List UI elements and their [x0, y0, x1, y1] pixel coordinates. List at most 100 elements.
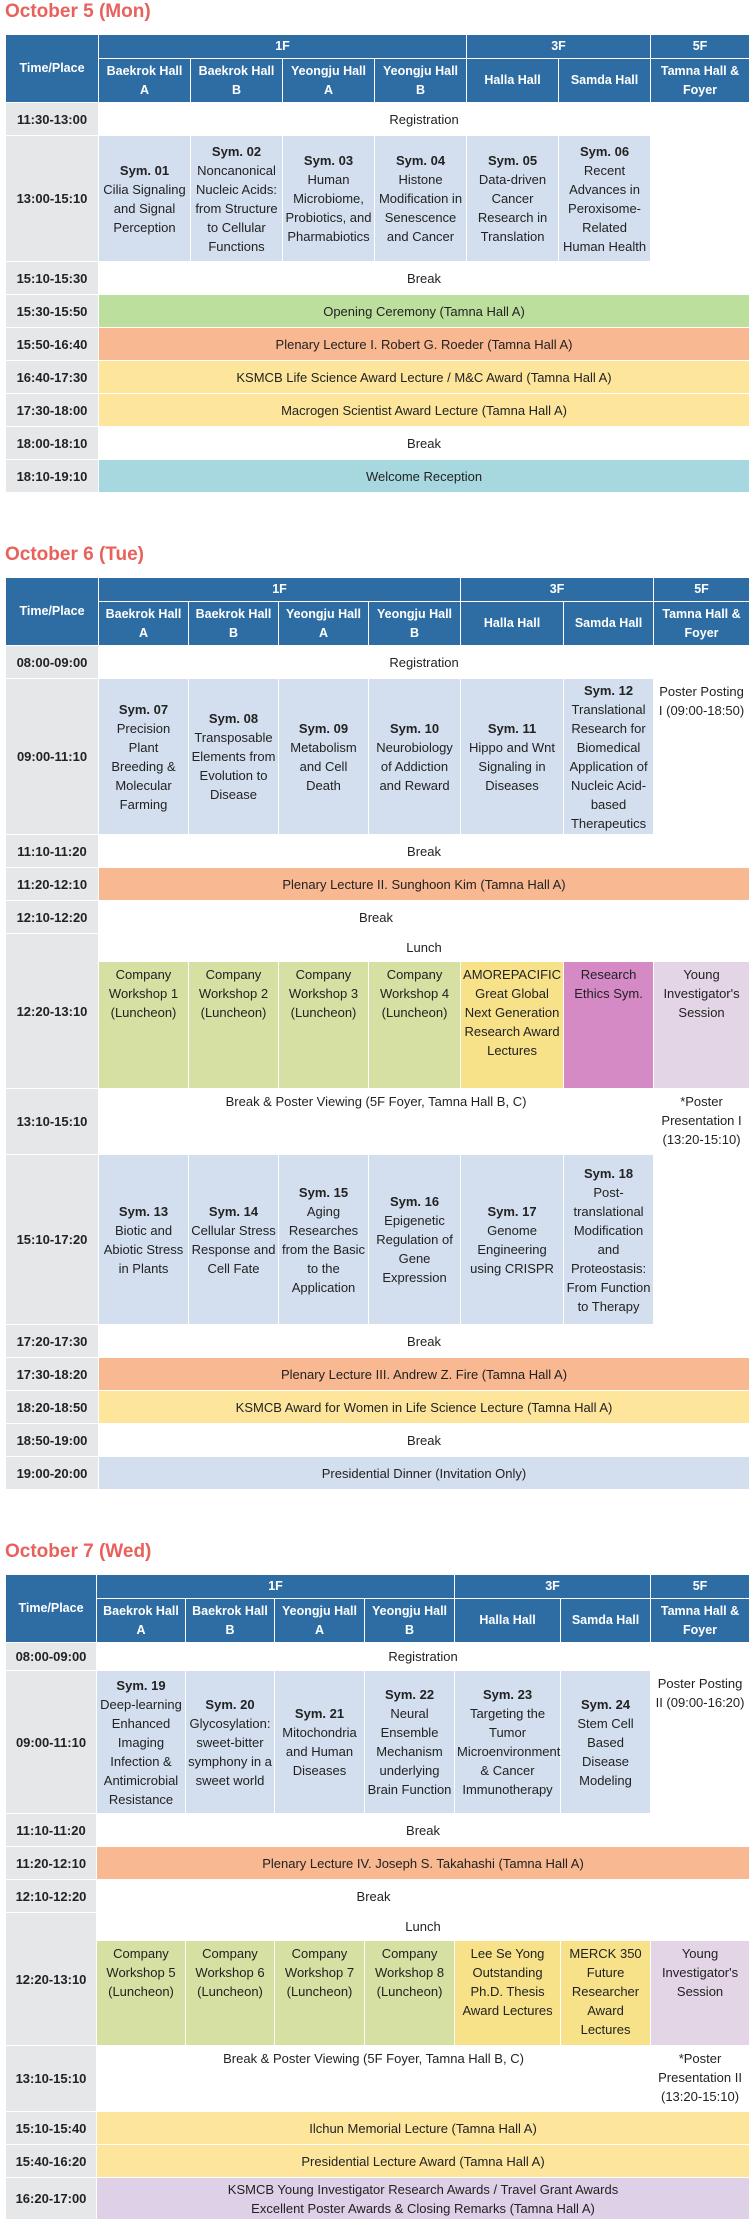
ethics-symposium-cell: Research Ethics Sym.: [563, 961, 655, 1089]
award-lecture-cell: AMOREPACIFIC Great Global Next Generatio…: [460, 961, 565, 1089]
time-slot: 17:30-18:00: [5, 393, 99, 427]
event-cell: Break: [97, 1423, 751, 1457]
poster-posting-cell: Poster Posting I (09:00-18:50): [653, 678, 751, 835]
empty-cell: [653, 1154, 751, 1325]
time-slot: 15:10-15:30: [5, 261, 99, 295]
symposium-title: Hippo and Wnt Signaling in Diseases: [469, 739, 556, 793]
header-floor-1f: 1F: [95, 1574, 456, 1599]
empty-cell: [650, 1879, 751, 1913]
symposium-title: Stem Cell Based Disease Modeling: [577, 1715, 634, 1788]
time-slot: 19:00-20:00: [5, 1456, 99, 1490]
symposium-number: Sym. 03: [303, 153, 354, 168]
event-line: KSMCB Young Investigator Research Awards…: [227, 2181, 619, 2197]
time-slot: 09:00-11:10: [5, 678, 99, 835]
schedule-table: Time/Place 1F 3F 5F Baekrok Hall A Baekr…: [5, 34, 751, 493]
header-hall: Samda Hall: [563, 601, 655, 646]
symposium-title: Cilia Signaling and Signal Perception: [103, 181, 186, 235]
symposium-title: Human Microbiome, Probiotics, and Pharma…: [285, 172, 372, 244]
workshop-cell: Company Workshop 1 (Luncheon): [98, 961, 189, 1089]
event-cell: Break: [97, 834, 751, 868]
header-hall: Baekrok Hall B: [190, 58, 283, 103]
empty-cell: [650, 135, 751, 262]
time-slot: 15:10-15:40: [5, 2111, 97, 2145]
header-hall: Halla Hall: [466, 58, 560, 103]
symposium-number: Sym. 05: [487, 153, 538, 168]
header-hall: Baekrok Hall B: [185, 1598, 275, 1643]
symposium-number: Sym. 13: [118, 1203, 169, 1219]
event-cell: KSMCB Award for Women in Life Science Le…: [97, 1390, 751, 1424]
header-hall: Tamna Hall & Foyer: [650, 58, 751, 103]
event-cell: Presidential Lecture Award (Tamna Hall A…: [95, 2144, 751, 2178]
header-hall: Tamna Hall & Foyer: [653, 601, 751, 646]
symposium-title: Cellular Stress Response and Cell Fate: [191, 1222, 276, 1276]
event-cell: Lunch: [95, 1912, 751, 1941]
workshop-cell: Company Workshop 8 (Luncheon): [363, 1940, 456, 2046]
time-slot: 18:10-19:10: [5, 459, 99, 493]
event-cell: Ilchun Memorial Lecture (Tamna Hall A): [95, 2111, 751, 2145]
symposium-title: Metabolism and Cell Death: [290, 739, 357, 793]
event-cell: Break: [97, 1324, 751, 1358]
symposium-cell: Sym. 04 Histone Modification in Senescenc…: [373, 135, 468, 262]
event-cell: Break: [97, 261, 751, 295]
header-time-place: Time/Place: [5, 577, 99, 646]
empty-cell: [653, 900, 751, 934]
symposium-title: Targeting the Tumor Microenvironment & C…: [457, 1706, 561, 1797]
header-hall: Samda Hall: [560, 1598, 652, 1643]
symposium-title: Histone Modification in Senescence and C…: [378, 172, 463, 244]
time-slot: 18:50-19:00: [5, 1423, 99, 1457]
header-hall: Yeongju Hall B: [363, 1598, 456, 1643]
header-hall: Yeongju Hall A: [278, 601, 369, 646]
time-slot: 09:00-11:10: [5, 1670, 97, 1814]
header-floor-5f: 5F: [653, 577, 751, 602]
award-lecture-cell: MERCK 350 Future Researcher Award Lectur…: [560, 1940, 652, 2046]
time-slot: 11:30-13:00: [5, 102, 99, 136]
workshop-cell: Company Workshop 3 (Luncheon): [278, 961, 369, 1089]
header-hall: Baekrok Hall A: [96, 1598, 186, 1643]
symposium-number: Sym. 04: [395, 153, 446, 168]
symposium-title: Data-driven Cancer Research in Translati…: [477, 172, 548, 244]
event-cell: Macrogen Scientist Award Lecture (Tamna …: [97, 393, 751, 427]
header-hall: Halla Hall: [460, 601, 565, 646]
time-slot: 12:20-13:10: [5, 1912, 97, 2046]
event-line: Excellent Poster Awards & Closing Remark…: [251, 2200, 595, 2216]
header-hall: Tamna Hall & Foyer: [650, 1598, 751, 1643]
symposium-title: Recent Advances in Peroxisome-Related Hu…: [562, 162, 647, 254]
time-slot: 12:10-12:20: [5, 1879, 97, 1913]
symposium-title: Noncanonical Nucleic Acids: from Structu…: [195, 162, 278, 254]
header-hall: Yeongju Hall A: [274, 1598, 365, 1643]
symposium-number: Sym. 08: [208, 711, 259, 726]
event-cell: Lunch: [97, 933, 751, 962]
header-floor-3f: 3F: [460, 577, 655, 602]
poster-presentation-cell: *Poster Presentation II (13:20-15:10): [650, 2045, 751, 2112]
time-slot: 11:10-11:20: [5, 834, 99, 868]
time-slot: 15:30-15:50: [5, 294, 99, 328]
time-slot: 11:20-12:10: [5, 867, 99, 901]
time-slot: 15:10-17:20: [5, 1154, 99, 1325]
young-investigator-cell: Young Investigator's Session: [653, 961, 751, 1089]
symposium-title: Neurobiology of Addiction and Reward: [376, 739, 453, 793]
symposium-title: Deep-learning Enhanced Imaging Infection…: [100, 1696, 182, 1807]
symposium-title: Glycosylation: sweet-bitter symphony in …: [188, 1715, 272, 1788]
workshop-cell: Company Workshop 7 (Luncheon): [274, 1940, 365, 2046]
header-hall: Yeongju Hall B: [373, 58, 468, 103]
event-cell: KSMCB Life Science Award Lecture / M&C A…: [97, 360, 751, 394]
time-slot: 17:30-18:20: [5, 1357, 99, 1391]
symposium-title: Neural Ensemble Mechanism underlying Bra…: [367, 1706, 452, 1797]
workshop-cell: Company Workshop 6 (Luncheon): [185, 1940, 275, 2046]
time-slot: 13:10-15:10: [5, 1088, 99, 1155]
workshop-cell: Company Workshop 5 (Luncheon): [96, 1940, 186, 2046]
time-slot: 18:20-18:50: [5, 1390, 99, 1424]
symposium-number: Sym. 07: [118, 701, 169, 717]
